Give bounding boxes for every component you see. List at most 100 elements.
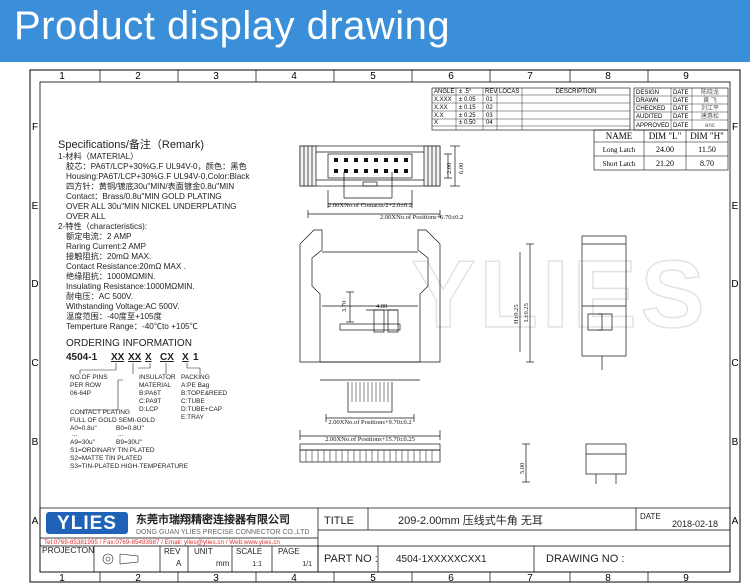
unit-value: mm: [216, 559, 230, 568]
signoff-table: DESIGN DATE 陈晓龙 DRAWN DATE 黄 飞 CHECKED D…: [633, 87, 729, 131]
order-packing: C:TUBE: [181, 398, 206, 405]
row-label-right: D: [731, 279, 738, 290]
row-label-right: A: [732, 516, 739, 527]
sheet-outer-border: [29, 69, 741, 583]
tol-header-locas: LOCAS: [499, 89, 519, 95]
date-value: 2018-02-18: [672, 519, 718, 529]
order-plating-opt: A9=30u": [70, 439, 96, 446]
col-label-bottom: 3: [213, 573, 219, 584]
signoff-name: 黄 飞: [703, 96, 717, 104]
title-value: 209-2.00mm 压线式牛角 无耳: [398, 513, 543, 527]
dim-contacts: 2.00XNo.of Contacts/2+2.0±0.2: [328, 202, 412, 209]
tol-header-angle: ANGLE: [434, 89, 454, 95]
tol-val: ± 0.25: [459, 113, 476, 119]
signoff-role: DRAWN: [636, 98, 658, 104]
grid-columns-top: 1 2 3 4 5 6 7 8 9: [59, 71, 689, 82]
order-code-part: XX: [111, 352, 125, 363]
top-view: [299, 145, 460, 208]
col-label-bottom: 4: [291, 573, 297, 584]
spec-line: OVER ALL: [66, 212, 106, 221]
row-label-left: D: [31, 279, 38, 290]
order-code-part: CX: [160, 352, 174, 363]
dim-positions-mid: 2.00XNo.of Positions+9.70±0.2: [328, 419, 411, 426]
dimtable-header-l: DIM "L": [649, 131, 682, 141]
col-label-bottom: 7: [527, 573, 533, 584]
order-insulator: MATERIAL: [139, 382, 171, 389]
watermark: YLIES: [411, 241, 708, 348]
spec-line: Raring Current:2 AMP: [66, 242, 147, 251]
order-pins: NO.OF PINS: [70, 374, 108, 381]
page-label: PAGE: [278, 547, 300, 556]
specs-title: Specifications/备注（Remark): [58, 137, 204, 151]
tol-header-desc: DESCRIPTION: [555, 89, 596, 95]
rev-label: REV: [164, 547, 181, 556]
grid-rows: F E D C B A F E D C B A: [31, 122, 738, 527]
order-code-part: X: [182, 352, 189, 363]
col-label-top: 8: [605, 71, 611, 82]
company-logo: YLIES: [46, 512, 128, 534]
dimtable-cell: 11.50: [698, 145, 716, 154]
specifications-block: Specifications/备注（Remark) 1-材料（MATERIAL）…: [58, 137, 250, 331]
row-label-left: A: [32, 516, 39, 527]
signoff-role: DESIGN: [636, 90, 659, 96]
dim-top-width: 6.00: [458, 163, 465, 174]
tol-rev: 04: [486, 120, 493, 126]
spec-line: 耐电压：AC 500V.: [66, 291, 133, 301]
spec-line: OVER ALL 30u"MIN NICKEL UNDERPLATING: [66, 202, 237, 211]
order-plating-opt: B0=0.8U": [116, 425, 144, 432]
dim-positions-top: 2.00XNo.of Positions+6.70±0.2: [380, 214, 463, 221]
partno-label: PART NO :: [324, 553, 378, 565]
signoff-date: DATE: [673, 90, 689, 96]
dim-4-00: 4.00: [376, 303, 387, 310]
row-label-right: F: [732, 122, 738, 133]
signoff-name: 刘江平: [701, 104, 719, 112]
spec-line: 胶芯：PA6T/LCP+30%G.F UL94V-0，颜色：黑色: [66, 161, 247, 171]
page-banner: Product display drawing: [0, 0, 750, 62]
col-label-bottom: 8: [605, 573, 611, 584]
order-plating-title: CONTACT PLATING: [70, 409, 130, 416]
dim-l: L±0.25: [523, 303, 530, 322]
dim-h: H±0.25: [513, 304, 520, 324]
dimension-table: NAME DIM "L" DIM "H" Long Latch 24.00 11…: [593, 129, 729, 171]
tol-rev: 02: [486, 105, 493, 111]
col-label-top: 4: [291, 71, 297, 82]
order-tail: S3=TIN-PLATED HIGH-TEMPERATURE: [70, 463, 189, 470]
dim-3-70: 3.70: [341, 301, 348, 312]
row-label-right: B: [732, 437, 739, 448]
col-label-bottom: 9: [683, 573, 689, 584]
col-label-bottom: 2: [135, 573, 141, 584]
signoff-date: DATE: [673, 98, 689, 104]
col-label-top: 1: [59, 71, 65, 82]
signoff-role: AUDITED: [636, 114, 663, 120]
company-contact: Tel:0769-85381995 / Fax:0769-85493987 / …: [44, 539, 280, 546]
ordering-title: ORDERING INFORMATION: [66, 338, 192, 349]
signoff-name: 陈晓龙: [701, 88, 719, 96]
signoff-date: DATE: [673, 106, 689, 112]
unit-label: UNIT: [194, 547, 213, 556]
col-label-bottom: 5: [370, 573, 376, 584]
order-code-part: 1: [193, 352, 199, 363]
order-packing: B:TOPE&REED: [181, 390, 227, 397]
tol-val: ± 0.50: [459, 120, 476, 126]
spec-line: Contact：Brass/0.8u"MIN GOLD PLATING: [66, 192, 222, 201]
spec-line: 温度范围：-40度至+105度: [66, 311, 162, 321]
spec-line: Withstanding Voltage:AC 500V.: [66, 302, 180, 311]
drawing-sheet: 1 2 3 4 5 6 7 8 9 1 2 3 4 5 6 7 8 9 F E …: [29, 69, 741, 584]
order-plating-opt: ...: [72, 431, 78, 438]
col-label-top: 9: [683, 71, 689, 82]
dimtable-cell: Long Latch: [603, 146, 636, 154]
spec-line: Housing:PA6T/LCP+30%G.F UL94V-0,Color:Bl…: [66, 172, 250, 181]
signoff-role: APPROVED: [636, 123, 670, 129]
tol-header-rev: REV: [485, 89, 497, 95]
spec-line: Temperture Range：-40℃to +105℃: [66, 322, 198, 331]
col-label-top: 7: [527, 71, 533, 82]
order-tail: S1=ORDINARY TIN PLATED: [70, 447, 155, 454]
order-insulator: INSULATOR: [139, 374, 176, 381]
partno-value: 4504-1XXXXXCXX1: [396, 554, 487, 565]
signoff-role: CHECKED: [636, 106, 666, 112]
row-label-left: F: [32, 122, 38, 133]
col-label-bottom: 1: [59, 573, 65, 584]
dimtable-header-name: NAME: [606, 131, 633, 141]
grid-columns-bottom: 1 2 3 4 5 6 7 8 9: [59, 573, 689, 584]
order-insulator: D:LCP: [139, 406, 158, 413]
